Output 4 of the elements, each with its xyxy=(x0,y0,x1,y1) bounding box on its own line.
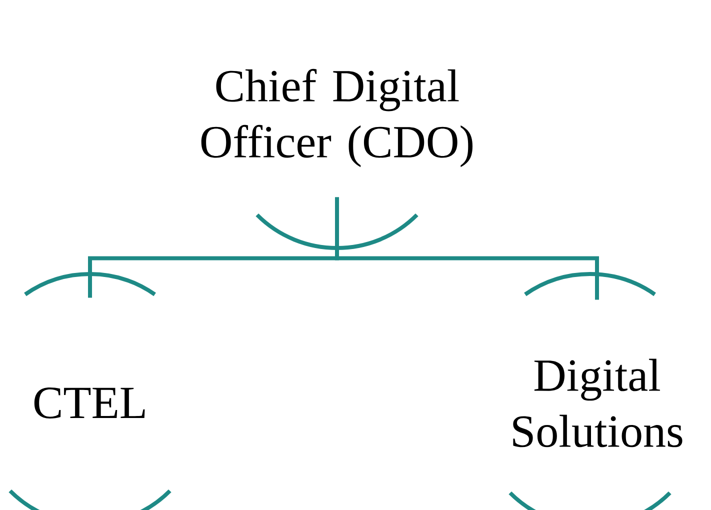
circle-node: CTEL xyxy=(8,272,172,510)
circle-node: Chief Digital Officer (CDO) xyxy=(201,68,472,250)
connector-line xyxy=(335,197,599,300)
circle-node: Digital Solutions xyxy=(508,272,682,510)
